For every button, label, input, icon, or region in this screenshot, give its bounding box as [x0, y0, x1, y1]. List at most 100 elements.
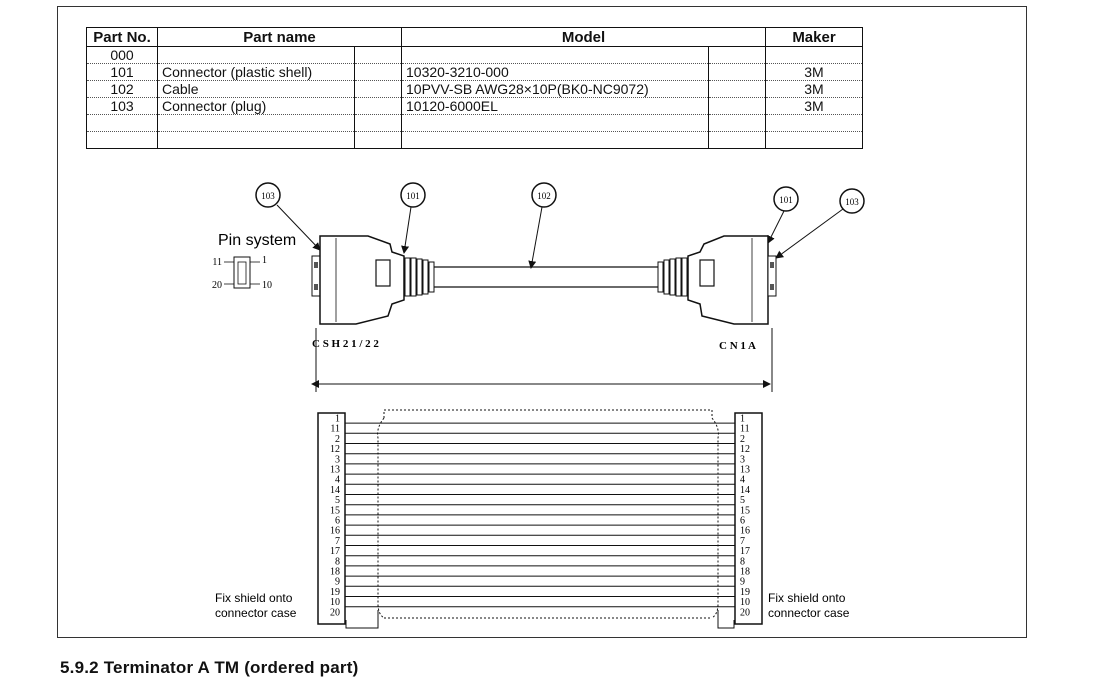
callout-103-right: 103: [775, 188, 865, 259]
callout-label: 103: [845, 197, 859, 207]
right-connector-label: C N 1 A: [719, 340, 756, 352]
left-pin-3: 3: [335, 454, 340, 465]
left-pin-20: 20: [330, 607, 340, 618]
length-dimension: [311, 328, 773, 392]
left-connector-label: C S H 2 1 / 2 2: [312, 338, 379, 350]
left-pin-12: 12: [330, 444, 340, 455]
cell-part-no: 102: [86, 80, 158, 98]
shield-drain: [345, 610, 735, 629]
left-pin-17: 17: [330, 546, 340, 557]
callout-label: 101: [406, 191, 420, 201]
callout-101-right: 101: [767, 186, 799, 244]
cell-part-name: Connector (plastic shell): [157, 63, 355, 81]
right-pin-7: 7: [740, 536, 745, 547]
header-part-no: Part No.: [86, 27, 158, 47]
right-pin-19: 19: [740, 587, 750, 598]
right-pin-4: 4: [740, 475, 745, 486]
cell-maker: 3M: [765, 80, 863, 98]
cell-model: 10320-3210-000: [401, 63, 709, 81]
left-pin-4: 4: [335, 475, 340, 486]
right-pin-8: 8: [740, 556, 745, 567]
table-row: 000: [86, 46, 863, 64]
pin-system-label: Pin system: [218, 232, 296, 249]
cell-model: 10120-6000EL: [401, 97, 709, 115]
left-pin-16: 16: [330, 526, 340, 537]
left-pin-11: 11: [330, 424, 340, 435]
cell-part-no: 103: [86, 97, 158, 115]
header-maker: Maker: [765, 27, 863, 47]
callout-label: 101: [779, 195, 793, 205]
callout-102: 102: [528, 182, 557, 269]
shield-outline: [377, 409, 719, 619]
left-pin-15: 15: [330, 505, 340, 516]
left-pin-8: 8: [335, 556, 340, 567]
right-pin-2: 2: [740, 434, 745, 445]
right-connector: [657, 235, 777, 325]
cell-part-name: Cable: [157, 80, 355, 98]
cell-maker: [765, 114, 863, 132]
right-pin-3: 3: [740, 454, 745, 465]
left-pin-7: 7: [335, 536, 340, 547]
left-pin-13: 13: [330, 465, 340, 476]
callout-101-left: 101: [400, 182, 426, 254]
left-strain-relief: [404, 257, 435, 297]
cell-maker: [765, 46, 863, 64]
right-pin-5: 5: [740, 495, 745, 506]
left-pin-14: 14: [330, 485, 340, 496]
right-pin-15: 15: [740, 505, 750, 516]
cell-maker: [765, 131, 863, 149]
table-header-row: Part No. Part name Model Maker: [86, 27, 863, 47]
right-pin-10: 10: [740, 597, 750, 608]
left-pin-18: 18: [330, 567, 340, 578]
right-pin-13: 13: [740, 465, 750, 476]
left-connector: [311, 235, 435, 325]
left-pin-9: 9: [335, 577, 340, 588]
table-row: [86, 114, 863, 132]
pin-label-20: 20: [212, 280, 222, 291]
wire-lines: [345, 422, 735, 608]
pin-system-sketch: Pin system 11 1 20 10: [212, 232, 296, 291]
right-pin-1: 1: [740, 414, 745, 425]
right-strain-relief: [657, 257, 688, 297]
right-pin-14: 14: [740, 485, 750, 496]
header-part-name: Part name: [157, 27, 402, 47]
callout-103-left: 103: [255, 182, 321, 251]
cell-maker: 3M: [765, 63, 863, 81]
right-pin-9: 9: [740, 577, 745, 588]
figure-frame: [57, 6, 1027, 638]
cell-maker: 3M: [765, 97, 863, 115]
left-pin-10: 10: [330, 597, 340, 608]
right-shield-note-line2: connector case: [768, 606, 850, 620]
pin-label-1: 1: [262, 255, 267, 266]
right-shield-note-line1: Fix shield onto: [768, 591, 846, 605]
right-pin-6: 6: [740, 516, 745, 527]
section-heading: 5.9.2 Terminator A TM (ordered part): [60, 658, 359, 677]
left-pin-19: 19: [330, 587, 340, 598]
cable-body: [434, 266, 658, 288]
right-pin-16: 16: [740, 526, 750, 537]
left-shield-note-line2: connector case: [215, 606, 297, 620]
right-pin-20: 20: [740, 607, 750, 618]
left-shield-note-line1: Fix shield onto: [215, 591, 293, 605]
pin-label-11: 11: [212, 257, 222, 268]
callout-label: 102: [537, 191, 551, 201]
right-pin-18: 18: [740, 567, 750, 578]
left-pin-2: 2: [335, 434, 340, 445]
right-pin-12: 12: [740, 444, 750, 455]
right-pin-11: 11: [740, 424, 750, 435]
right-pin-17: 17: [740, 546, 750, 557]
callout-label: 103: [261, 191, 275, 201]
left-pin-6: 6: [335, 516, 340, 527]
left-pin-1: 1: [335, 414, 340, 425]
cell-model: 10PVV-SB AWG28×10P(BK0-NC9072): [401, 80, 709, 98]
table-row: [86, 131, 863, 149]
